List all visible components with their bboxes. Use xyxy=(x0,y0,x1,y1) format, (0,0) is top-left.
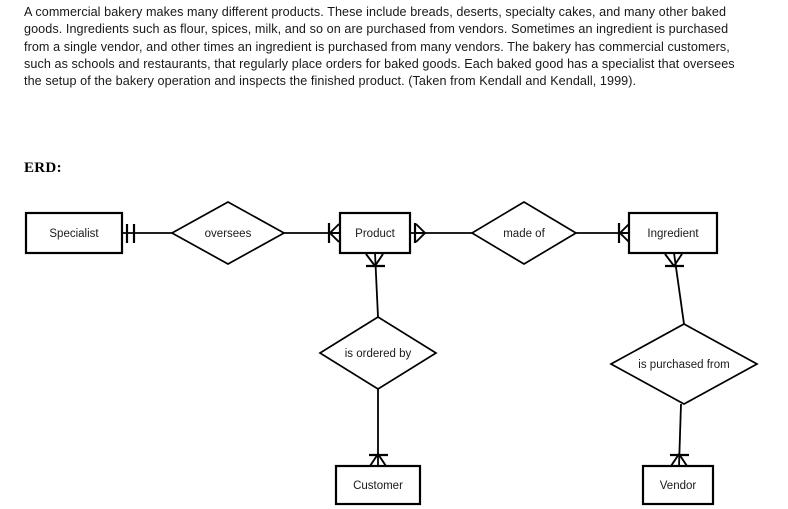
cardinality-marker-specialist xyxy=(125,224,136,243)
entity-ingredient-label: Ingredient xyxy=(647,228,699,240)
entity-specialist[interactable]: Specialist xyxy=(24,211,124,255)
entity-customer-label: Customer xyxy=(353,480,403,492)
entity-specialist-label: Specialist xyxy=(49,228,99,240)
relationship-oversees-label: oversees xyxy=(205,228,252,240)
relationship-is-ordered-by[interactable]: is ordered by xyxy=(318,315,438,391)
relationship-made-of-label: made of xyxy=(503,228,545,240)
relationship-made-of[interactable]: made of xyxy=(470,201,578,265)
entity-customer[interactable]: Customer xyxy=(334,464,422,506)
relationship-oversees[interactable]: oversees xyxy=(170,201,286,265)
cardinality-marker-product-bottom xyxy=(365,253,385,268)
cardinality-marker-vendor-top xyxy=(670,452,689,467)
entity-vendor-label: Vendor xyxy=(660,480,697,492)
erd-section-heading: ERD: xyxy=(24,160,62,176)
entity-ingredient[interactable]: Ingredient xyxy=(627,211,719,255)
entity-vendor[interactable]: Vendor xyxy=(641,464,715,506)
cardinality-marker-customer-top xyxy=(369,452,388,467)
cardinality-marker-product-left xyxy=(327,223,340,243)
problem-statement-paragraph: A commercial bakery makes many different… xyxy=(24,5,735,89)
relationship-is-ordered-by-label: is ordered by xyxy=(345,348,412,360)
relationship-is-purchased-from[interactable]: is purchased from xyxy=(609,323,759,405)
relationship-is-purchased-from-label: is purchased from xyxy=(638,359,729,371)
cardinality-marker-product-right xyxy=(413,223,427,243)
cardinality-marker-ingredient-bottom xyxy=(664,253,684,268)
entity-product-label: Product xyxy=(355,228,395,240)
entity-product[interactable]: Product xyxy=(338,211,412,255)
